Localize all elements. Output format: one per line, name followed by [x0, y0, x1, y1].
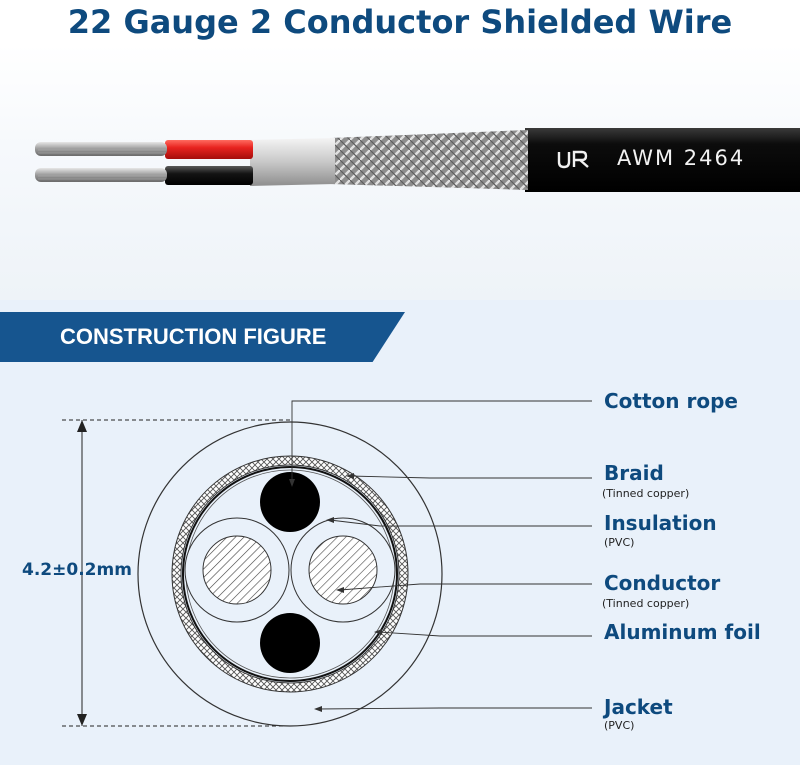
red-wire-strands	[35, 142, 167, 156]
label-jacket: Jacket	[604, 695, 673, 719]
conductor-left	[202, 535, 272, 605]
cable-jacket	[525, 128, 800, 192]
label-braid-detail: (Tinned copper)	[602, 487, 690, 500]
cotton-rope-top	[260, 472, 320, 532]
conductor-right	[308, 535, 378, 605]
label-conductor: Conductor	[604, 571, 721, 595]
dimension-line	[62, 419, 290, 727]
section-heading: CONSTRUCTION FIGURE	[60, 324, 327, 349]
cotton-rope-bottom	[260, 613, 320, 673]
label-cotton-rope: Cotton rope	[604, 389, 738, 413]
label-conductor-detail: (Tinned copper)	[602, 597, 690, 610]
cable-foil	[250, 138, 335, 186]
black-wire	[165, 166, 253, 185]
ul-recognized-icon	[557, 150, 589, 169]
red-wire	[165, 140, 253, 159]
label-braid: Braid	[604, 461, 664, 485]
label-aluminum-foil: Aluminum foil	[604, 620, 761, 644]
diameter-label: 4.2±0.2mm	[22, 560, 132, 580]
section-banner	[0, 312, 405, 362]
label-jacket-detail: (PVC)	[604, 719, 635, 732]
label-insulation: Insulation	[604, 511, 717, 535]
cable-print-text: AWM 2464	[617, 146, 746, 170]
cable-braid	[330, 130, 528, 190]
page-title: 22 Gauge 2 Conductor Shielded Wire	[67, 3, 733, 41]
label-insulation-detail: (PVC)	[604, 536, 635, 549]
black-wire-strands	[35, 168, 167, 182]
leader-lines	[291, 400, 592, 710]
